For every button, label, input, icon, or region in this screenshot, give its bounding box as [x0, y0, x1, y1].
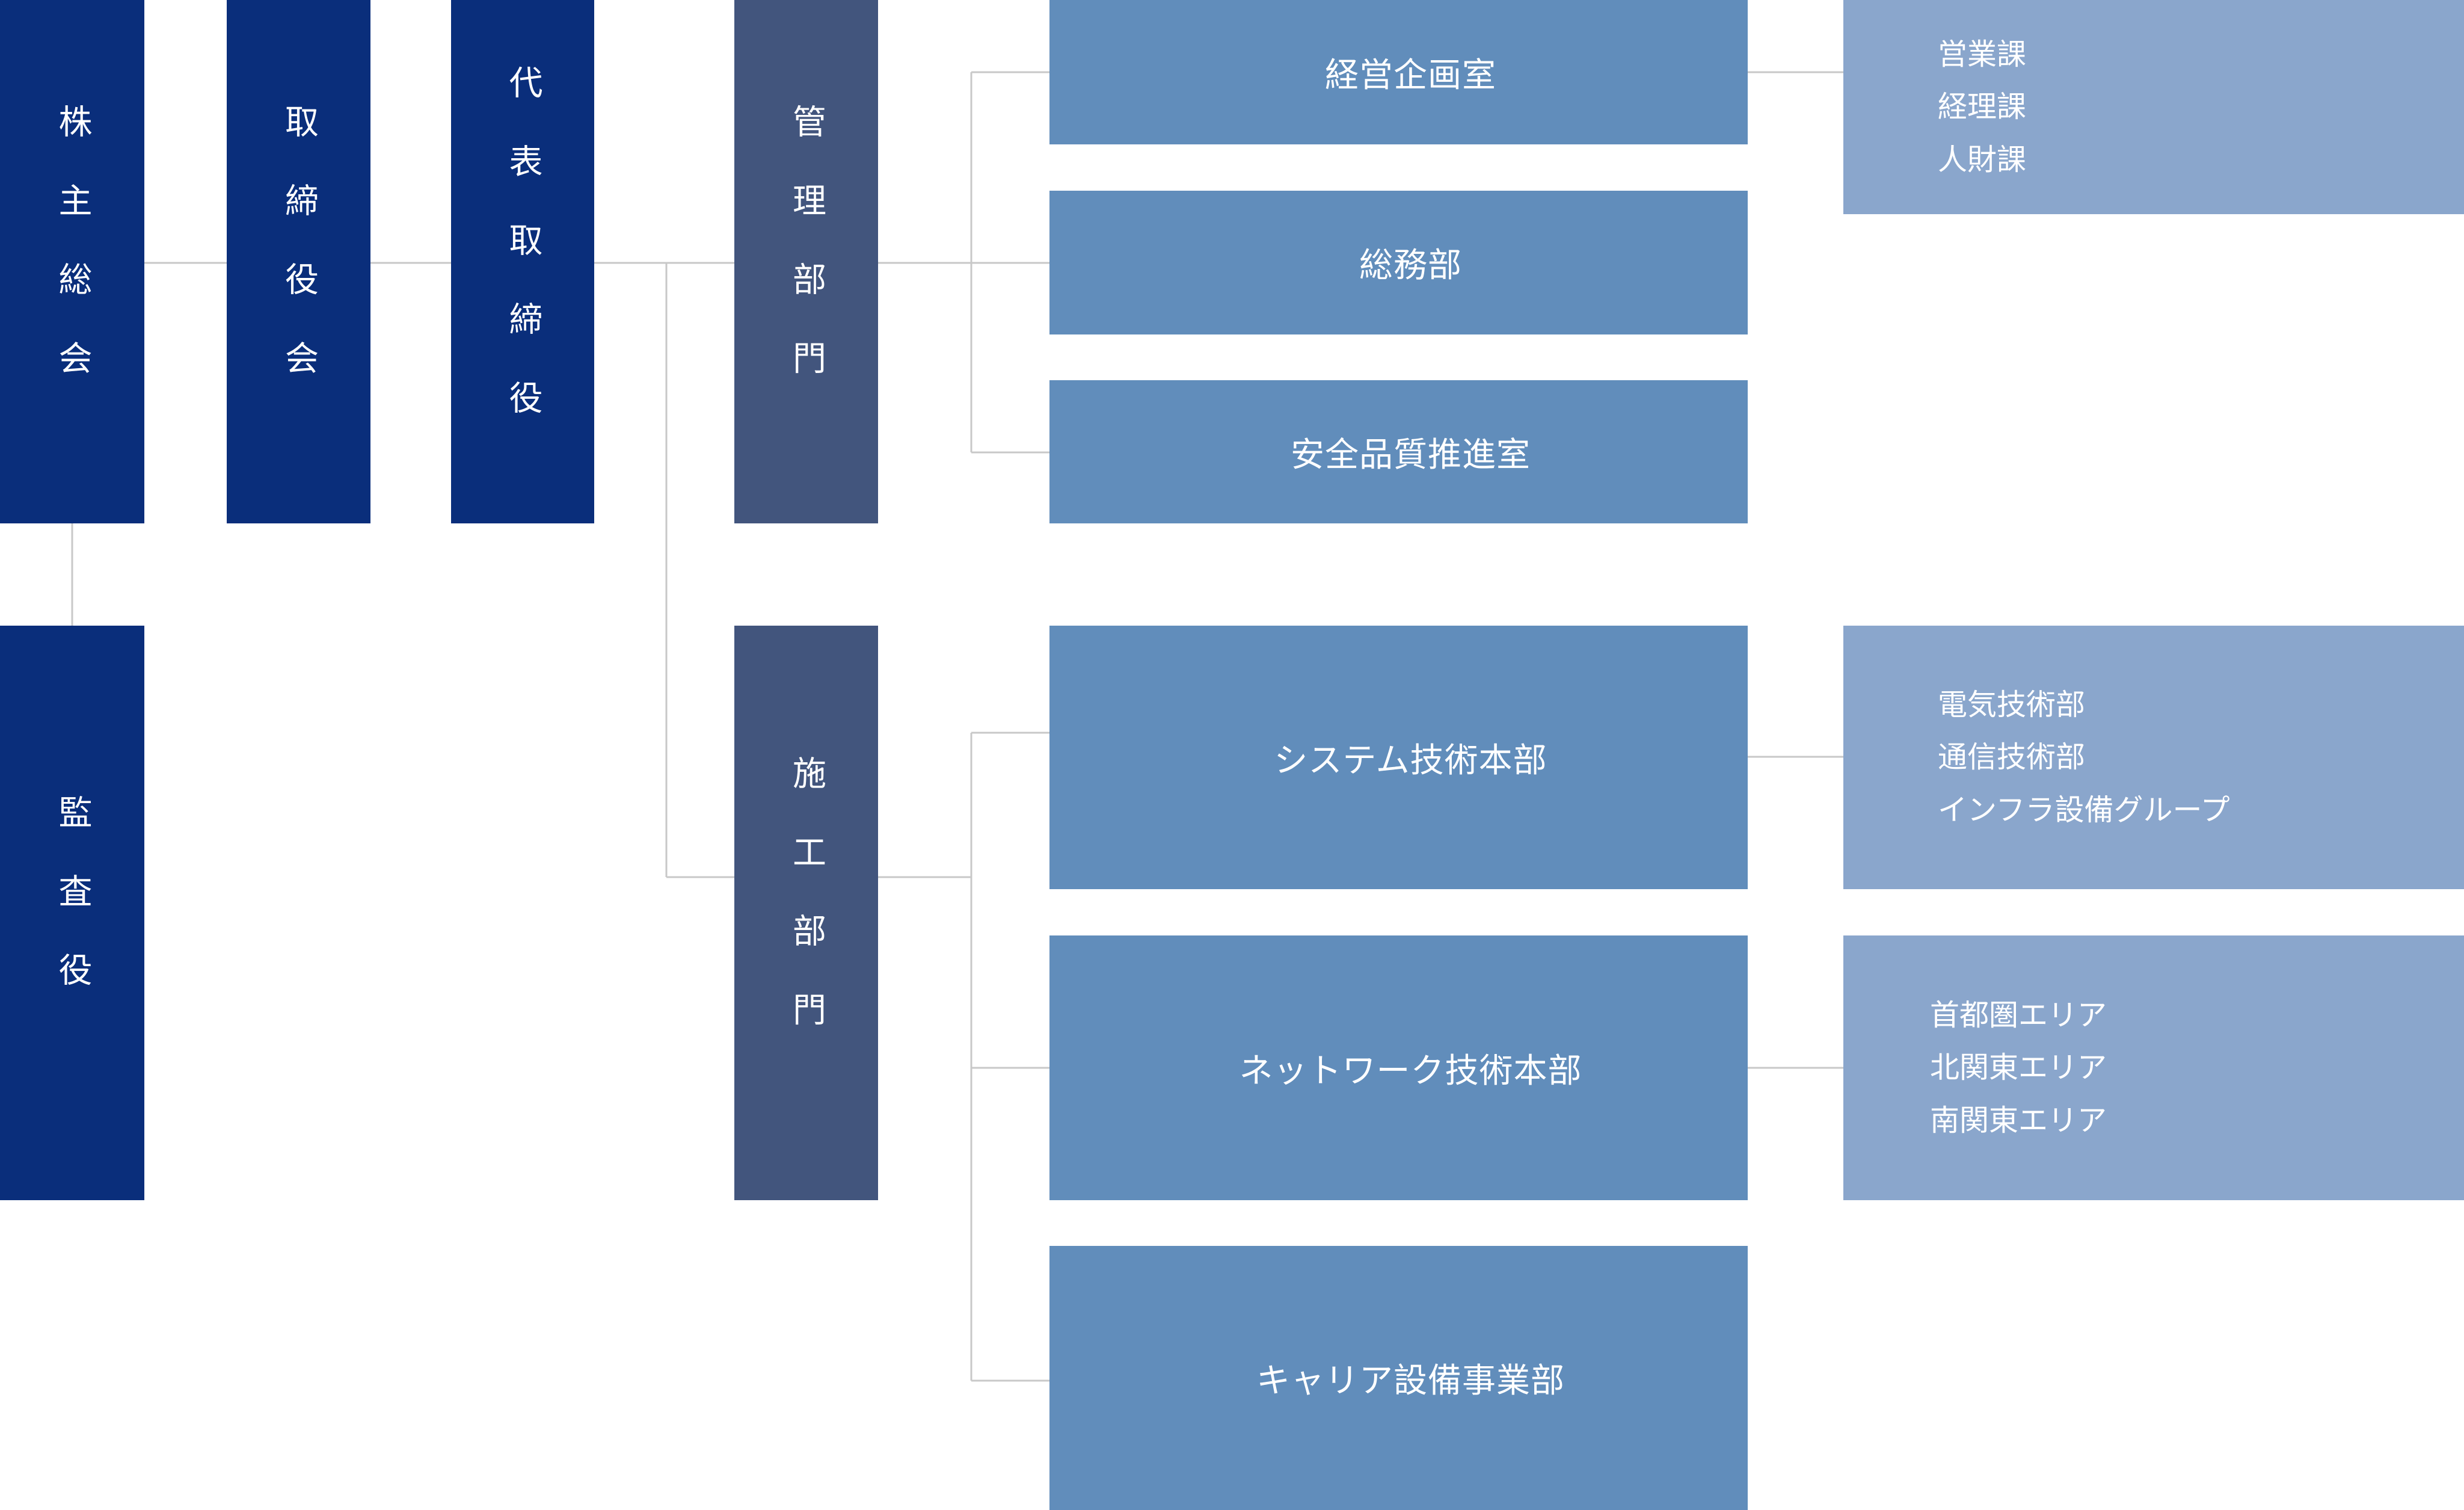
dept-corporate-planning-label: 経営企画室 [1325, 55, 1496, 95]
section-item: 南関東エリア [1930, 1103, 2107, 1138]
shareholders-meeting-label: 株主総会 [53, 104, 92, 419]
section-item: 通信技術部 [1938, 740, 2086, 775]
dept-network-technology-label: ネットワーク技術本部 [1239, 1051, 1582, 1091]
section-item: インフラ設備グループ [1938, 792, 2230, 827]
sections-corporate-planning: 営業課 経理課 人財課 [1843, 0, 2464, 214]
section-item: 営業課 [1938, 37, 2027, 72]
dept-carrier-equipment-label: キャリア設備事業部 [1256, 1361, 1565, 1401]
sections-network-technology-list: 首都圏エリア 北関東エリア 南関東エリア [1930, 989, 2107, 1147]
dept-corporate-planning: 経営企画室 [1049, 0, 1748, 144]
dept-system-technology-label: システム技術本部 [1274, 741, 1547, 780]
sections-system-technology: 電気技術部 通信技術部 インフラ設備グループ [1843, 626, 2464, 889]
representative-director-label: 代表取締役 [503, 64, 542, 459]
dept-general-affairs: 総務部 [1049, 191, 1748, 334]
dept-safety-quality: 安全品質推進室 [1049, 380, 1748, 523]
section-item: 電気技術部 [1938, 688, 2086, 723]
dept-general-affairs-label: 総務部 [1359, 246, 1462, 285]
auditor-label: 監査役 [53, 795, 92, 1031]
management-division-box: 管理部門 [734, 0, 878, 523]
construction-division-box: 施工部門 [734, 626, 878, 1200]
representative-director-box: 代表取締役 [451, 0, 594, 523]
section-item: 経理課 [1938, 90, 2027, 125]
auditor-box: 監査役 [0, 626, 144, 1200]
dept-carrier-equipment: キャリア設備事業部 [1049, 1246, 1748, 1510]
dept-safety-quality-label: 安全品質推進室 [1291, 435, 1531, 475]
shareholders-meeting-box: 株主総会 [0, 0, 144, 523]
sections-corporate-planning-list: 営業課 経理課 人財課 [1938, 28, 2026, 186]
board-of-directors-box: 取締役会 [227, 0, 370, 523]
dept-system-technology: システム技術本部 [1049, 626, 1748, 889]
board-of-directors-label: 取締役会 [279, 104, 319, 419]
section-item: 北関東エリア [1930, 1050, 2107, 1085]
section-item: 首都圏エリア [1930, 998, 2107, 1033]
construction-division-label: 施工部門 [787, 755, 826, 1071]
sections-network-technology: 首都圏エリア 北関東エリア 南関東エリア [1843, 935, 2464, 1200]
section-item: 人財課 [1938, 142, 2027, 177]
dept-network-technology: ネットワーク技術本部 [1049, 935, 1748, 1200]
management-division-label: 管理部門 [787, 104, 826, 419]
sections-system-technology-list: 電気技術部 通信技術部 インフラ設備グループ [1938, 679, 2230, 836]
